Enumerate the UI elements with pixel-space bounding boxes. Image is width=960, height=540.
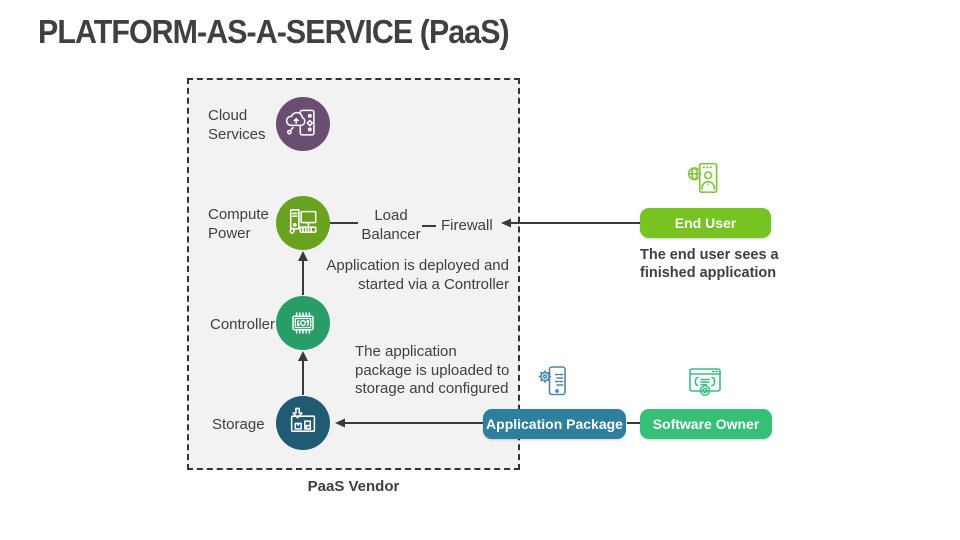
cloud-services-label: Cloud Services (208, 107, 266, 143)
page-title: PLATFORM-AS-A-SERVICE (PaaS) (38, 13, 510, 50)
cloud-upload-device-icon (283, 104, 323, 144)
end-user-button[interactable]: End User (640, 208, 771, 238)
load-balancer-label: Load Balancer (361, 207, 421, 243)
compute-power-node (276, 196, 330, 250)
application-package-button[interactable]: Application Package (483, 409, 626, 439)
application-package-button-label: Application Package (486, 416, 623, 432)
browser-certificate-icon (687, 364, 723, 405)
chip-icon (283, 303, 323, 343)
end-user-annotation: The end user sees a finished application (640, 247, 779, 281)
deploy-annotation: Application is deployed and started via … (326, 257, 509, 293)
desktop-computer-icon (283, 203, 323, 243)
firewall-label: Firewall (441, 217, 493, 234)
storage-box-icon (283, 403, 323, 443)
end-user-button-label: End User (674, 215, 737, 231)
compute-power-label: Compute Power (208, 206, 269, 242)
paas-vendor-box (187, 78, 520, 470)
upload-annotation: The application package is uploaded to s… (355, 343, 510, 397)
paas-vendor-caption: PaaS Vendor (307, 478, 400, 495)
software-owner-button[interactable]: Software Owner (640, 409, 772, 439)
storage-node (276, 396, 330, 450)
phone-gear-icon (537, 364, 573, 405)
controller-node (276, 296, 330, 350)
controller-label: Controller (210, 316, 276, 333)
storage-label: Storage (212, 416, 265, 433)
software-owner-button-label: Software Owner (652, 416, 760, 432)
globe-user-card-icon (686, 160, 724, 203)
cloud-services-node (276, 97, 330, 151)
